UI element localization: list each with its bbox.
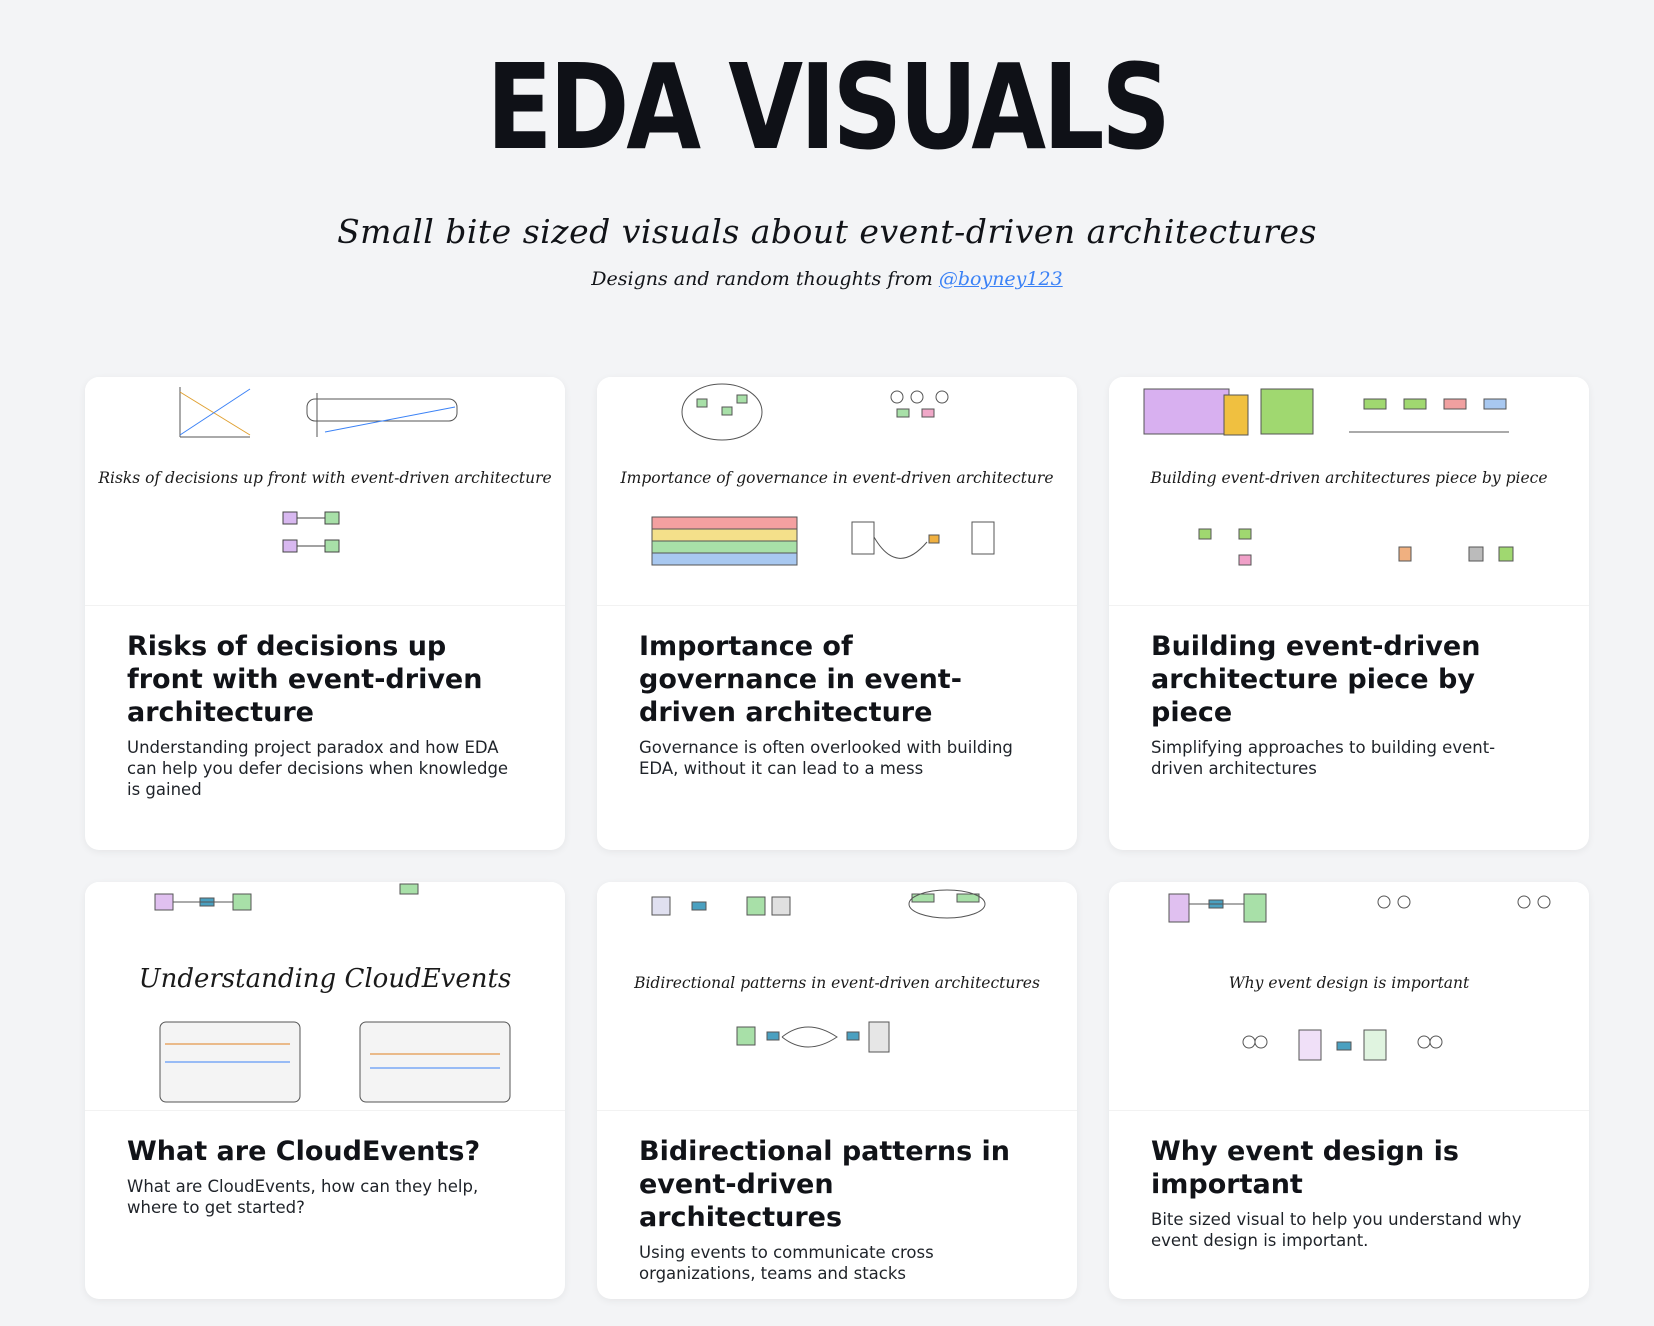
card-description: What are CloudEvents, how can they help,… [127, 1177, 479, 1217]
site-tagline: Small bite sized visuals about event-dri… [337, 212, 1317, 251]
visuals-grid: Risks of decisions up front with event-d… [85, 377, 1589, 1299]
card-thumbnail[interactable]: Importance of governance in event-driven… [597, 377, 1077, 606]
site-title: EDA VISUALS [486, 38, 1171, 176]
card-thumbnail[interactable]: Risks of decisions up front with event-d… [85, 377, 565, 606]
sketch-illustration [1168, 893, 1551, 1061]
thumbnail-caption: Importance of governance in event-driven… [620, 469, 1054, 487]
thumbnail-caption: Building event-driven architectures piec… [1150, 469, 1548, 487]
card-description: Simplifying approaches to building event… [1151, 738, 1496, 778]
card-description: Using events to communicate cross organi… [639, 1243, 934, 1283]
card-thumbnail[interactable]: Bidirectional patterns in event-driven a… [597, 882, 1077, 1111]
thumbnail-caption: Risks of decisions up front with event-d… [98, 469, 552, 487]
byline-text: Designs and random thoughts from [591, 268, 933, 290]
card-thumbnail[interactable]: Building event-driven architectures piec… [1109, 377, 1589, 606]
sketch-illustration [651, 383, 995, 566]
card-title[interactable]: What are CloudEvents? [127, 1136, 481, 1167]
visual-card[interactable]: Why event design is important Why event … [1109, 882, 1589, 1299]
sketch-illustration [651, 889, 986, 1053]
thumbnail-caption: Why event design is important [1228, 974, 1470, 992]
author-link[interactable]: @boyney123 [938, 268, 1063, 290]
card-thumbnail[interactable]: Why event design is important [1109, 882, 1589, 1111]
visual-card[interactable]: Understanding CloudEvents What are Cloud… [85, 882, 565, 1299]
visual-card[interactable]: Importance of governance in event-driven… [597, 377, 1077, 850]
card-title[interactable]: Bidirectional patterns in event-driven a… [639, 1136, 1011, 1233]
sketch-illustration [179, 387, 458, 553]
card-title[interactable]: Why event design is important [1151, 1136, 1459, 1200]
card-title[interactable]: Building event-driven architecture piece… [1151, 631, 1481, 728]
visual-card[interactable]: Building event-driven architectures piec… [1109, 377, 1589, 850]
card-title[interactable]: Importance of governance in event-driven… [639, 631, 962, 728]
card-thumbnail[interactable]: Understanding CloudEvents [85, 882, 565, 1111]
visual-card[interactable]: Bidirectional patterns in event-driven a… [597, 882, 1077, 1299]
sketch-illustration [1143, 388, 1514, 566]
card-description: Understanding project paradox and how ED… [127, 738, 509, 799]
card-title[interactable]: Risks of decisions up front with event-d… [127, 631, 483, 728]
card-description: Governance is often overlooked with buil… [639, 738, 1013, 778]
card-description: Bite sized visual to help you understand… [1151, 1210, 1522, 1250]
thumbnail-caption: Understanding CloudEvents [138, 964, 512, 994]
sketch-illustration [154, 883, 511, 1103]
visual-card[interactable]: Risks of decisions up front with event-d… [85, 377, 565, 850]
byline: Designs and random thoughts from @boyney… [0, 268, 1654, 290]
thumbnail-caption: Bidirectional patterns in event-driven a… [634, 974, 1040, 992]
